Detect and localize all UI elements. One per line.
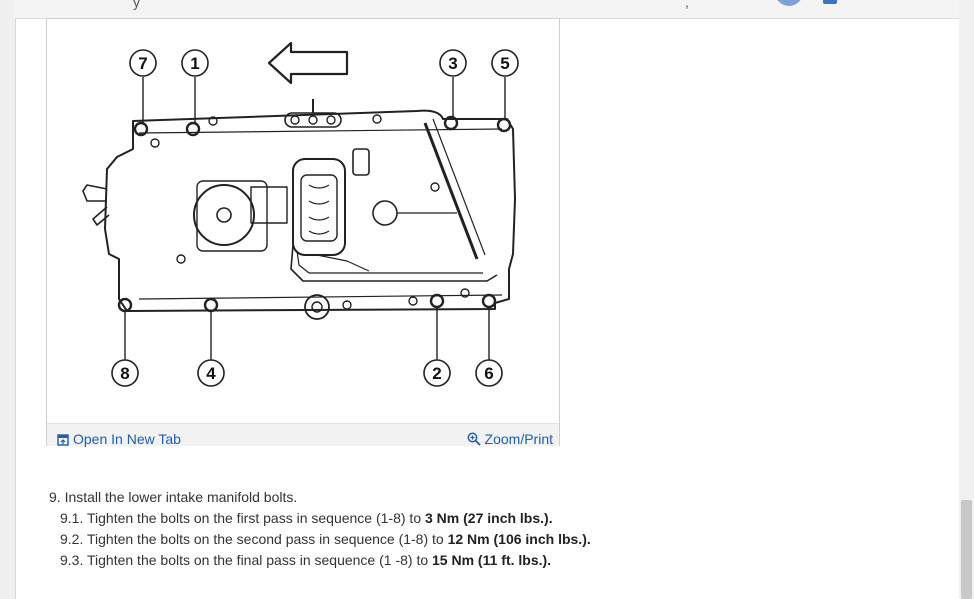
callout-7: 7: [138, 54, 147, 73]
substep-text: 9.3. Tighten the bolts on the final pass…: [60, 552, 433, 568]
callout-5: 5: [500, 54, 509, 73]
zoom-print-link[interactable]: Zoom/Print: [467, 431, 553, 447]
substep-torque: 12 Nm (106 inch lbs.).: [447, 531, 591, 547]
callout-8: 8: [120, 364, 129, 383]
substep-9-3: 9.3. Tighten the bolts on the final pass…: [60, 550, 591, 571]
substep-torque: 3 Nm (27 inch lbs.).: [425, 510, 553, 526]
left-gutter: [0, 0, 16, 599]
manifold-outline: [104, 109, 516, 312]
scroll-thumb[interactable]: [961, 500, 972, 599]
arrow-left-icon: [267, 41, 349, 85]
callout-3: 3: [448, 54, 457, 73]
step-9: 9. Install the lower intake manifold bol…: [49, 489, 298, 505]
zoom-print-label: Zoom/Print: [484, 431, 553, 447]
zoom-in-icon: [467, 432, 481, 446]
callout-6: 6: [484, 364, 493, 383]
open-new-tab-link[interactable]: Open In New Tab: [57, 431, 181, 447]
substep-text: 9.2. Tighten the bolts on the second pas…: [60, 531, 448, 547]
scrollbar[interactable]: [959, 0, 974, 599]
top-bar-glyph-2: ,: [685, 0, 689, 10]
top-bar: y ,: [15, 0, 959, 19]
callout-1: 1: [190, 54, 199, 73]
substep-9-1: 9.1. Tighten the bolts on the first pass…: [60, 508, 591, 529]
notification-icon[interactable]: [823, 0, 837, 4]
substep-9-2: 9.2. Tighten the bolts on the second pas…: [60, 529, 591, 550]
avatar[interactable]: [775, 0, 803, 6]
top-bar-glyph: y: [133, 0, 140, 10]
substep-text: 9.1. Tighten the bolts on the first pass…: [60, 510, 425, 526]
callout-4: 4: [206, 364, 216, 383]
substep-torque: 15 Nm (11 ft. lbs.).: [432, 552, 552, 568]
instructions: 9. Install the lower intake manifold bol…: [49, 487, 591, 571]
figure-card: 7 1 3 5 8 4 2 6 Open In New Tab: [46, 18, 560, 447]
figure-toolbar: Open In New Tab Zoom/Print: [47, 423, 559, 447]
intake-manifold-diagram: 7 1 3 5 8 4 2 6: [47, 19, 559, 423]
external-tab-icon: [57, 434, 69, 446]
open-new-tab-label: Open In New Tab: [73, 431, 181, 447]
callout-2: 2: [432, 364, 441, 383]
